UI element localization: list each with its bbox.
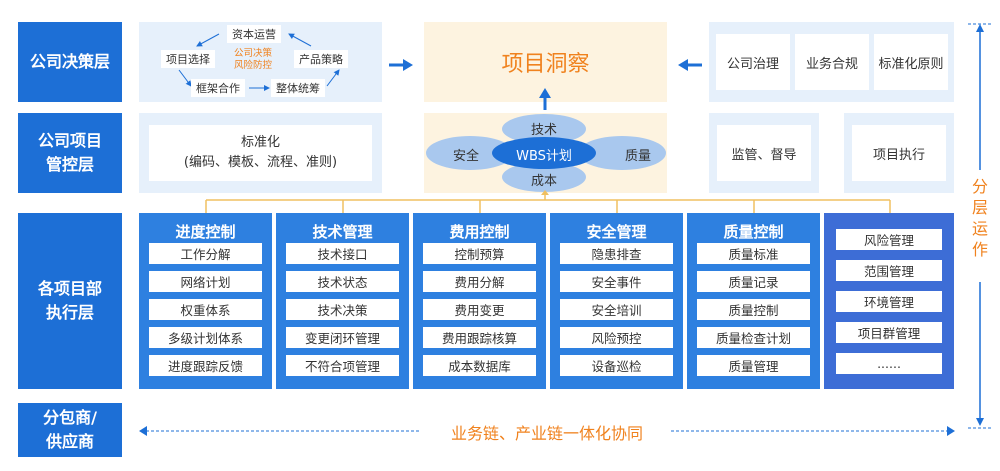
governance-item: 公司治理 [716, 34, 790, 90]
side-dashed-line [968, 23, 992, 429]
standardization-title: 标准化 [240, 135, 280, 150]
column-item: 技术接口 [286, 243, 399, 264]
column-item: 进度跟踪反馈 [149, 355, 262, 376]
column-safety: 安全管理 隐患排查 安全事件 安全培训 风险预控 设备巡检 [550, 213, 683, 389]
column-item: 质量检查计划 [697, 327, 810, 348]
column-item: 隐患排查 [560, 243, 673, 264]
standardization-box: 标准化 (编码、模板、流程、准则) [149, 125, 372, 181]
column-item: 质量标准 [697, 243, 810, 264]
column-item: 成本数据库 [423, 355, 536, 376]
column-other-management: 风险管理 范围管理 环境管理 项目群管理 ...... [824, 213, 954, 389]
column-title: 进度控制 [175, 223, 236, 241]
column-item: 费用变更 [423, 299, 536, 320]
project-execution-box: 项目执行 [852, 125, 946, 181]
layer-label-subcontractor: 分包商/ 供应商 [18, 403, 122, 457]
arrow-up-icon [539, 88, 551, 110]
cycle-right: 产品策略 [294, 50, 348, 68]
column-item: 项目群管理 [836, 322, 942, 343]
standardization-detail: (编码、模板、流程、准则) [183, 155, 338, 170]
layer-label-project-control: 公司项目 管控层 [18, 113, 122, 193]
project-execution-panel: 项目执行 [844, 113, 954, 193]
column-title: 安全管理 [586, 223, 647, 241]
arrow-right-icon [389, 59, 413, 71]
governance-item: 业务合规 [795, 34, 869, 90]
column-item: 不符合项管理 [286, 355, 399, 376]
column-item: 范围管理 [836, 260, 942, 281]
column-item: 费用分解 [423, 271, 536, 292]
bottom-collaboration-text: 业务链、产业链一体化协同 [450, 424, 643, 443]
wbs-left: 安全 [452, 149, 479, 164]
column-item: 设备巡检 [560, 355, 673, 376]
column-item: 风险预控 [560, 327, 673, 348]
column-item: 权重体系 [149, 299, 262, 320]
governance-panel: 公司治理 业务合规 标准化原则 [709, 22, 954, 102]
column-item: 质量管理 [697, 355, 810, 376]
column-cost: 费用控制 控制预算 费用分解 费用变更 费用跟踪核算 成本数据库 [413, 213, 546, 389]
column-item: 网络计划 [149, 271, 262, 292]
layer-label-decision: 公司决策层 [18, 22, 122, 102]
supervision-panel: 监管、督导 [709, 113, 819, 193]
column-item: 安全培训 [560, 299, 673, 320]
column-item: 技术状态 [286, 271, 399, 292]
column-technical: 技术管理 技术接口 技术状态 技术决策 变更闭环管理 不符合项管理 [276, 213, 409, 389]
column-item: 质量控制 [697, 299, 810, 320]
layer-label-execution: 各项目部 执行层 [18, 213, 122, 389]
column-item: 控制预算 [423, 243, 536, 264]
project-insight-title: 项目洞察 [501, 52, 590, 77]
column-title: 费用控制 [449, 223, 510, 241]
wbs-center: WBS计划 [516, 149, 572, 164]
cycle-center: 公司决策 风险防控 [234, 48, 273, 71]
column-schedule: 进度控制 工作分解 网络计划 权重体系 多级计划体系 进度跟踪反馈 [139, 213, 272, 389]
wbs-top: 技术 [530, 123, 557, 138]
side-label: 分层运作 [971, 177, 988, 259]
column-item: 安全事件 [560, 271, 673, 292]
wbs-bottom: 成本 [530, 174, 557, 189]
column-item: 环境管理 [836, 291, 942, 312]
connector-lines [205, 190, 891, 213]
arrow-left-icon [678, 59, 702, 71]
cycle-arrows [178, 33, 340, 91]
cycle-left: 项目选择 [161, 50, 215, 68]
bottom-double-arrow [139, 426, 955, 436]
column-title: 质量控制 [723, 223, 784, 241]
cycle-top: 资本运营 [227, 25, 281, 43]
cycle-bottom-left: 框架合作 [191, 79, 245, 97]
wbs-right: 质量 [624, 149, 651, 164]
wbs-petals [426, 114, 666, 192]
cycle-bottom-right: 整体统筹 [271, 79, 325, 97]
decision-cycle-panel: 资本运营 项目选择 公司决策 风险防控 产品策略 框架合作 整体统筹 [139, 22, 382, 102]
column-title: 技术管理 [312, 223, 373, 241]
wbs-panel: 技术 安全 WBS计划 质量 成本 [424, 113, 667, 193]
supervision-box: 监管、督导 [717, 125, 811, 181]
column-quality: 质量控制 质量标准 质量记录 质量控制 质量检查计划 质量管理 [687, 213, 820, 389]
column-item: 工作分解 [149, 243, 262, 264]
standardization-panel: 标准化 (编码、模板、流程、准则) [139, 113, 382, 193]
column-item: 技术决策 [286, 299, 399, 320]
project-insight-box: 项目洞察 [424, 22, 667, 102]
governance-item: 标准化原则 [874, 34, 948, 90]
column-item: 变更闭环管理 [286, 327, 399, 348]
column-item: 费用跟踪核算 [423, 327, 536, 348]
column-item: 质量记录 [697, 271, 810, 292]
column-item: ...... [836, 353, 942, 374]
column-item: 多级计划体系 [149, 327, 262, 348]
column-item: 风险管理 [836, 229, 942, 250]
